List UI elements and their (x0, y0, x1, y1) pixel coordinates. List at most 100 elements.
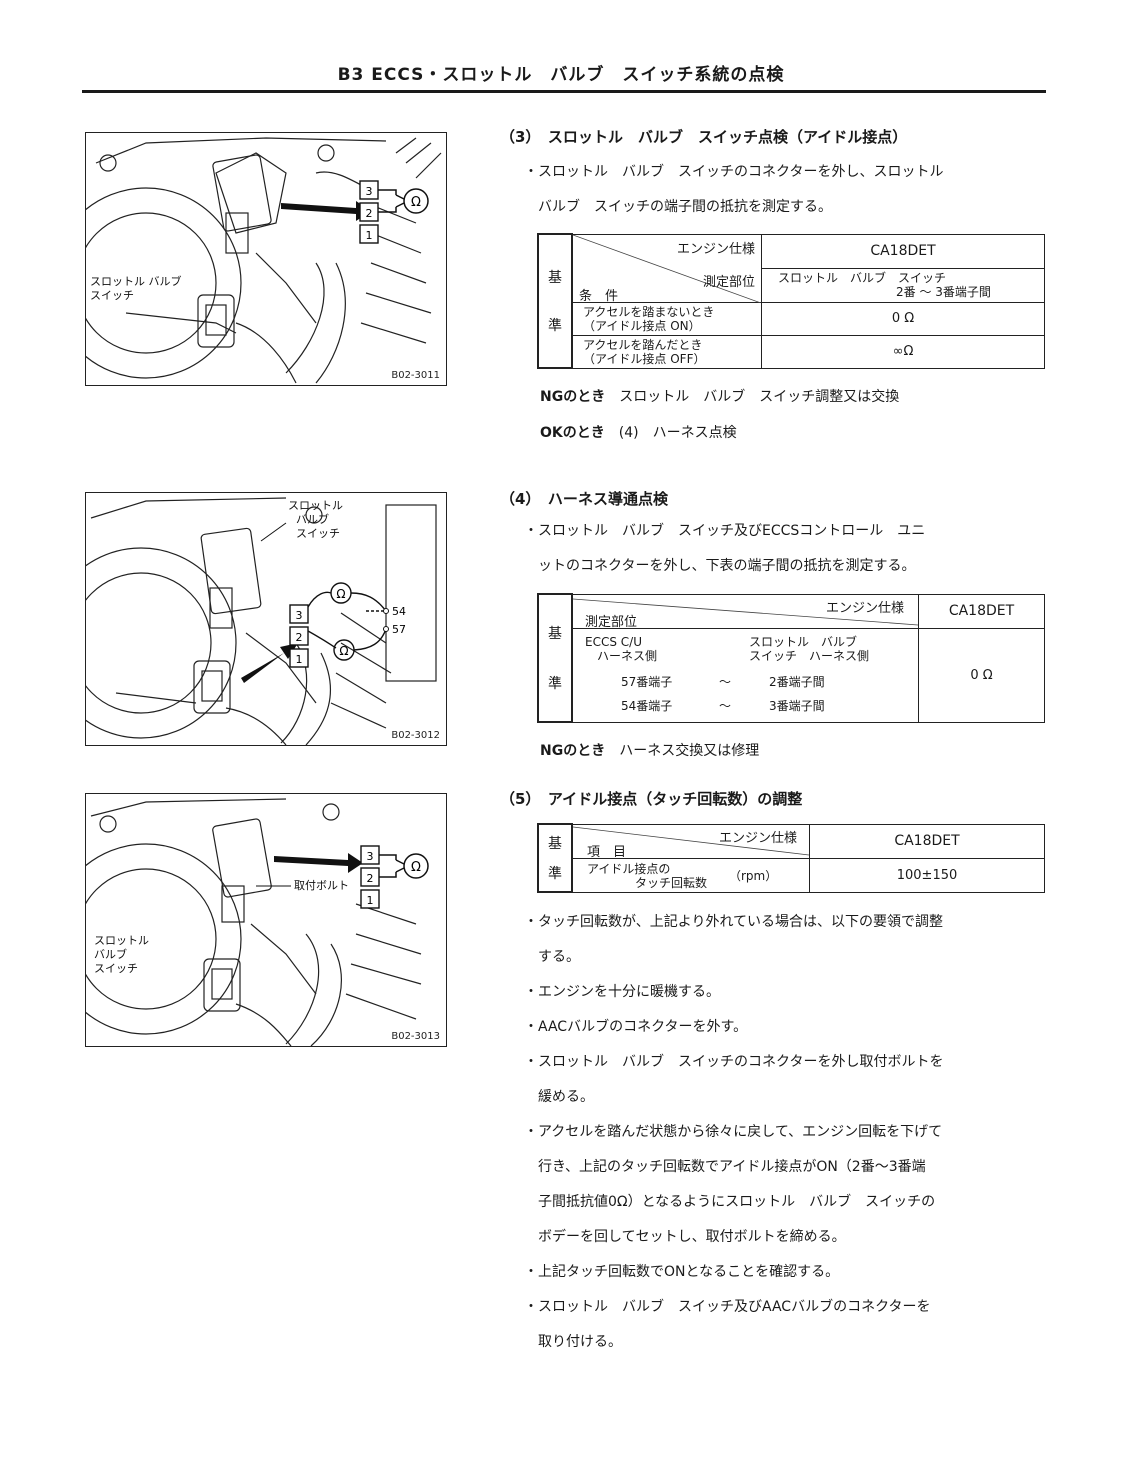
fig1-code: B02-3011 (391, 370, 440, 381)
bullet-mark: ・ (524, 1054, 538, 1070)
section5-kijun-cell: 基 準 (537, 823, 573, 893)
fig2-ohm-meter-icon-1: Ω (336, 587, 345, 601)
section5-bullet-5-line-4: ボデーを回してセットし、取付ボルトを締める。 (538, 1229, 846, 1245)
section4-row2-right: 3番端子間 (769, 698, 825, 713)
section5-title: （5） アイドル接点（タッチ回転数）の調整 (500, 790, 803, 808)
section3-bullet-line1: ・スロットル バルブ スイッチのコネクターを外し、スロットル (524, 164, 944, 180)
section4-kijun-ki: 基 (548, 626, 562, 642)
fig3-code: B02-3013 (391, 1031, 440, 1042)
section4-value: 0 Ω (918, 627, 1045, 723)
fig3-label-line1: スロットル (94, 934, 149, 947)
section4-kijun-cell: 基 準 (537, 593, 573, 723)
header-rule (82, 90, 1046, 93)
section4-bullet-line1: ・スロットル バルブ スイッチ及びECCSコントロール ユニ (524, 523, 926, 539)
section5-bullet-5: ・アクセルを踏んだ状態から徐々に戻して、エンジン回転を下げて行き、上記のタッチ回… (524, 1115, 943, 1255)
fig3-pin-2: 2 (367, 872, 374, 885)
section3-ok-line: OKのとき (4) ハーネス点検 (540, 422, 737, 442)
section4-right-head-line2: スイッチ ハーネス側 (749, 648, 870, 663)
bullet-mark: ・ (524, 984, 538, 1000)
section5-bullet-5-line-2: 行き、上記のタッチ回転数でアイドル接点がON（2番～3番端 (538, 1159, 926, 1175)
engine-illustration-1: 3 2 1 Ω (86, 137, 442, 384)
section3-bullet-line2: バルブ スイッチの端子間の抵抗を測定する。 (538, 199, 832, 215)
section5-kijun-ki: 基 (548, 836, 562, 852)
fig3-bolt-label: 取付ボルト (294, 879, 349, 892)
section5-bullet-7-line-1: スロットル バルブ スイッチ及びAACバルブのコネクターを (538, 1299, 931, 1315)
section5-bullet-2-line-1: エンジンを十分に暖機する。 (538, 984, 720, 1000)
fig3-label-line2: バルブ (94, 948, 127, 961)
section4-engine-label: エンジン仕様 (825, 600, 904, 616)
section4-row2-tilde: ～ (719, 698, 732, 713)
section3-kijun-ki: 基 (548, 270, 562, 286)
section5-engine-label: エンジン仕様 (718, 830, 797, 846)
section3-engine-value: CA18DET (761, 233, 1045, 269)
fig2-pin-54: 54 (392, 605, 406, 618)
section3-row1-condition-line2: （アイドル接点 ON） (583, 318, 701, 333)
fig2-label-line2: バルブ (296, 513, 329, 526)
section5-bullet-1-line-1: タッチ回転数が、上記より外れている場合は、以下の要領で調整 (538, 914, 944, 930)
section5-bullet-7: ・スロットル バルブ スイッチ及びAACバルブのコネクターを取り付ける。 (524, 1290, 931, 1360)
section5-bullet-6-line-1: 上記タッチ回転数でONとなることを確認する。 (538, 1264, 840, 1280)
section5-bullet-4: ・スロットル バルブ スイッチのコネクターを外し取付ボルトを緩める。 (524, 1045, 944, 1115)
fig2-label-line1: スロットル (288, 499, 343, 512)
section3-measure-label: 測定部位 (702, 274, 755, 290)
section4-engine-value: CA18DET (918, 593, 1045, 629)
section4-ng-label: NGのとき (540, 743, 606, 759)
section3-ok-text: (4) ハーネス点検 (618, 425, 737, 441)
section5-kijun-jun: 準 (548, 866, 562, 882)
section3-measure-value-line1: スロットル バルブ スイッチ (778, 271, 947, 285)
section3-ng-label: NGのとき (540, 389, 606, 405)
section3-ok-label: OKのとき (540, 425, 605, 441)
section3-measure-value-line2: 2番 ～ 3番端子間 (896, 285, 991, 299)
section5-bullet-5-line-1: アクセルを踏んだ状態から徐々に戻して、エンジン回転を下げて (538, 1124, 943, 1140)
figure-1: 3 2 1 Ω スロットル バルブ スイッチ B02-3011 (85, 132, 447, 386)
section3-condition-label: 条 件 (579, 288, 619, 304)
section5-bullet-5-line-3: 子間抵抗値0Ω）となるようにスロットル バルブ スイッチの (538, 1194, 936, 1210)
fig2-pin-57: 57 (392, 623, 406, 636)
fig3-pin-3: 3 (367, 850, 374, 863)
fig1-pin-2: 2 (366, 207, 373, 220)
fig1-label-line2: スイッチ (90, 289, 134, 302)
section5-bullet-3-line-1: AACバルブのコネクターを外す。 (538, 1019, 748, 1035)
section5-row-label-line2: タッチ回転数 (635, 875, 708, 890)
bullet-mark: ・ (524, 1264, 538, 1280)
section5-engine-value: CA18DET (809, 823, 1045, 859)
section4-bullet-line2: ットのコネクターを外し、下表の端子間の抵抗を測定する。 (538, 558, 916, 574)
section3-kijun-jun: 準 (548, 318, 562, 334)
fig3-ohm-meter-icon: Ω (411, 860, 421, 875)
section3-engine-label: エンジン仕様 (676, 241, 755, 257)
section5-bullet-4-line-1: スロットル バルブ スイッチのコネクターを外し取付ボルトを (538, 1054, 944, 1070)
section3-row2-condition-line1: アクセルを踏んだとき (583, 337, 703, 352)
section5-header-cell: エンジン仕様 項 目 (571, 823, 810, 860)
section4-left-head-line2: ハーネス側 (597, 648, 658, 663)
bullet-mark: ・ (524, 914, 538, 930)
section4-body-cell: ECCS C/U ハーネス側 スロットル バルブ スイッチ ハーネス側 57番端… (571, 627, 919, 723)
figure-2: 3 2 1 Ω Ω 54 57 スロットル バルブ スイッチ B02-3012 (85, 492, 447, 746)
fig2-code: B02-3012 (391, 730, 440, 741)
section4-row1-left: 57番端子 (621, 674, 673, 689)
section3-row2-value: ∞Ω (761, 334, 1045, 369)
section4-ng-line: NGのときハーネス交換又は修理 (540, 740, 759, 760)
engine-illustration-3: 3 2 1 Ω (86, 798, 429, 1046)
section4-row2-left: 54番端子 (621, 698, 673, 713)
fig3-label-line3: スイッチ (94, 962, 138, 975)
section3-header-cell: エンジン仕様 測定部位 条 件 (571, 233, 762, 304)
fig2-ohm-meter-icon-2: Ω (339, 644, 348, 658)
section4-left-head-line1: ECCS C/U (585, 634, 642, 649)
fig2-pin-2: 2 (296, 631, 303, 644)
section3-row2-condition: アクセルを踏んだとき （アイドル接点 OFF） (571, 334, 762, 369)
section5-bullet-2: ・エンジンを十分に暖機する。 (524, 975, 720, 1010)
section4-measure-label: 測定部位 (585, 614, 638, 630)
section5-bullet-3: ・AACバルブのコネクターを外す。 (524, 1010, 748, 1045)
section5-bullet-4-line-2: 緩める。 (538, 1089, 594, 1105)
section3-row1-condition-line1: アクセルを踏まないとき (583, 304, 715, 319)
section4-ng-text: ハーネス交換又は修理 (619, 743, 760, 759)
section4-row1-tilde: ～ (719, 674, 732, 689)
fig1-ohm-meter-icon: Ω (411, 195, 421, 210)
fig2-pin-1: 1 (296, 653, 303, 666)
page-header: B3 ECCS・スロットル バルブ スイッチ系統の点検 (337, 65, 785, 85)
section5-row-label-cell: アイドル接点の タッチ回転数 （rpm） (571, 857, 810, 893)
fig2-pin-3: 3 (296, 609, 303, 622)
fig1-pin-3: 3 (366, 185, 373, 198)
section3-ng-line: NGのときスロットル バルブ スイッチ調整又は交換 (540, 386, 899, 406)
section3-title: （3） スロットル バルブ スイッチ点検（アイドル接点） (500, 128, 908, 146)
